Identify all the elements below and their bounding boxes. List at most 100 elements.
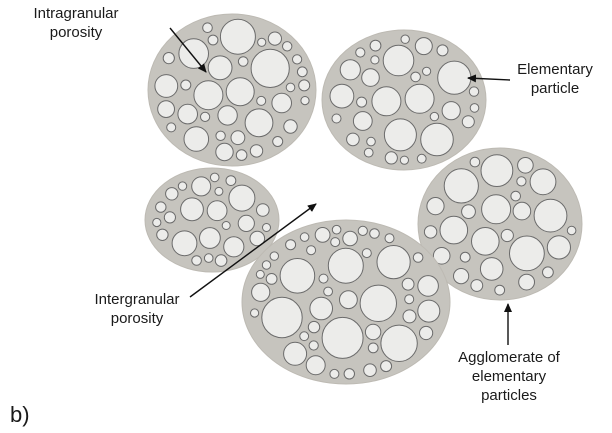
elementary-particle <box>472 228 500 256</box>
elementary-particle <box>367 137 376 146</box>
elementary-particle <box>418 300 440 322</box>
elementary-particle <box>262 261 270 269</box>
elementary-particle <box>340 291 358 309</box>
elementary-particle <box>300 332 309 341</box>
elementary-particle <box>306 356 325 375</box>
elementary-particle <box>424 226 436 238</box>
elementary-particle-label: Elementary particle <box>500 60 610 98</box>
elementary-particle <box>344 369 354 379</box>
elementary-particle <box>308 321 319 332</box>
elementary-particle <box>427 198 444 215</box>
elementary-particle <box>297 67 307 77</box>
elementary-particle <box>331 238 340 247</box>
elementary-particle <box>301 97 309 105</box>
elementary-particle <box>315 228 330 243</box>
elementary-particle <box>332 225 341 234</box>
elementary-particle <box>511 191 521 201</box>
elementary-particle <box>262 297 302 337</box>
elementary-particle <box>181 198 204 221</box>
elementary-particle <box>330 84 354 108</box>
elementary-particle <box>250 145 262 157</box>
elementary-particle <box>166 188 178 200</box>
elementary-particle <box>437 45 448 56</box>
elementary-particle <box>283 42 292 51</box>
elementary-particle <box>385 152 397 164</box>
elementary-particle <box>401 35 409 43</box>
elementary-particle <box>155 75 178 98</box>
elementary-particle <box>567 226 576 235</box>
elementary-particle <box>377 246 410 279</box>
elementary-particle <box>370 229 380 239</box>
elementary-particle <box>423 67 431 75</box>
elementary-particle <box>272 93 292 113</box>
elementary-particle <box>513 202 531 220</box>
elementary-particle <box>358 226 367 235</box>
elementary-particle <box>163 53 174 64</box>
elementary-particle <box>454 269 469 284</box>
elementary-particle <box>307 246 316 255</box>
elementary-particle <box>229 185 255 211</box>
elementary-particle <box>309 341 318 350</box>
elementary-particle <box>469 87 478 96</box>
elementary-particle <box>501 229 513 241</box>
elementary-particle <box>364 148 373 157</box>
elementary-particle <box>384 119 416 151</box>
elementary-particle <box>418 276 439 297</box>
elementary-particle <box>263 224 271 232</box>
elementary-particle <box>178 104 198 124</box>
elementary-particle <box>415 38 432 55</box>
elementary-particle <box>208 56 232 80</box>
elementary-particle <box>310 297 333 320</box>
elementary-particle <box>226 78 254 106</box>
elementary-particle <box>356 48 365 57</box>
elementary-particle <box>204 254 213 263</box>
elementary-particle <box>470 104 479 113</box>
elementary-particle <box>347 133 360 146</box>
elementary-particle <box>280 259 315 294</box>
elementary-particle <box>164 212 175 223</box>
elementary-particle <box>238 215 254 231</box>
elementary-particle <box>405 84 434 113</box>
elementary-particle <box>216 143 233 160</box>
elementary-particle <box>184 127 209 152</box>
elementary-particle <box>340 60 360 80</box>
elementary-particle <box>319 274 328 283</box>
elementary-particle <box>201 112 210 121</box>
agglomerate <box>242 220 450 384</box>
elementary-particle <box>518 158 534 174</box>
elementary-particle <box>444 169 478 203</box>
elementary-particle <box>362 249 371 258</box>
elementary-particle <box>417 154 426 163</box>
elementary-particle <box>220 19 255 54</box>
elementary-particle <box>421 123 454 156</box>
elementary-particle <box>252 283 270 301</box>
elementary-particle <box>470 157 480 167</box>
elementary-particle <box>440 216 468 244</box>
elementary-particle <box>362 69 380 87</box>
panel-label: b) <box>10 403 30 427</box>
elementary-particle <box>360 285 396 321</box>
elementary-particle <box>547 236 570 259</box>
elementary-particle <box>411 72 421 82</box>
elementary-particle <box>530 169 556 195</box>
elementary-particle <box>371 56 379 64</box>
elementary-particle <box>210 173 219 182</box>
elementary-particle <box>510 236 545 271</box>
elementary-particle <box>286 83 295 92</box>
elementary-particle <box>200 228 221 249</box>
elementary-particle <box>216 131 225 140</box>
elementary-particle <box>194 81 223 110</box>
elementary-particle <box>256 270 264 278</box>
elementary-particle <box>236 150 247 161</box>
elementary-particle <box>365 324 380 339</box>
elementary-particle <box>257 96 266 105</box>
elementary-particle <box>324 287 333 296</box>
elementary-particle <box>381 325 417 361</box>
agglomerate <box>148 14 316 166</box>
elementary-particle <box>215 255 227 267</box>
elementary-particle <box>462 116 474 128</box>
elementary-particle <box>368 343 378 353</box>
agglomerate-label: Agglomerate of elementary particles <box>434 348 584 405</box>
elementary-particle <box>385 234 394 243</box>
elementary-particle <box>480 258 503 281</box>
